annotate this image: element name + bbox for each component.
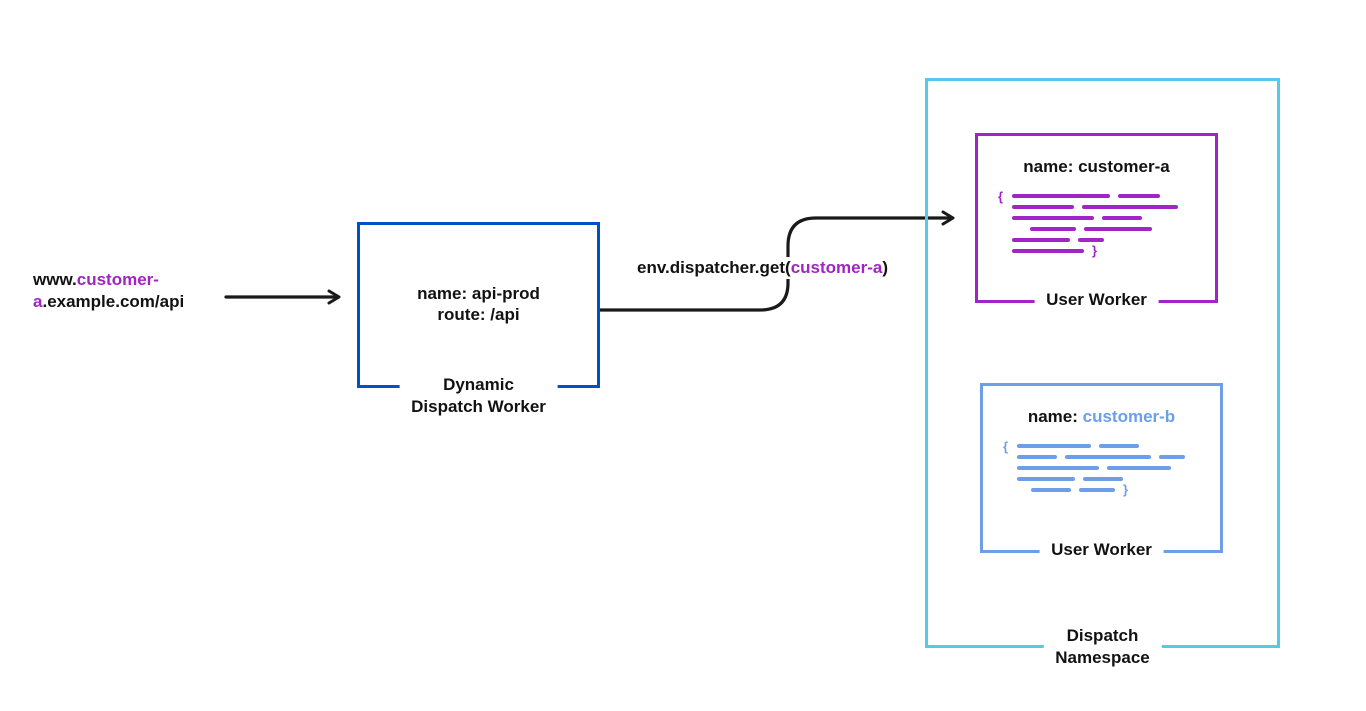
code-line	[1012, 190, 1215, 201]
dispatch-worker-caption: Dynamic Dispatch Worker	[399, 374, 558, 418]
open-brace: {	[998, 189, 1004, 204]
worker-a-name: name: customer-a	[978, 156, 1215, 177]
code-bar	[1065, 454, 1151, 459]
code-line	[1017, 451, 1220, 462]
code-line	[1017, 462, 1220, 473]
dispatch-worker-config: name: api-prod route: /api	[360, 283, 597, 325]
code-bar	[1118, 193, 1160, 198]
code-line: }	[1017, 482, 1220, 497]
url-prefix: www.	[33, 270, 77, 289]
code-bar	[1102, 215, 1142, 220]
code-bar	[1012, 215, 1094, 220]
open-brace: {	[1003, 439, 1009, 454]
code-bar	[1083, 476, 1123, 481]
worker-a-caption: User Worker	[1034, 289, 1159, 310]
worker-b-code-lines: }	[1017, 440, 1220, 497]
code-bar	[1017, 454, 1057, 459]
worker-b-caption: User Worker	[1039, 539, 1164, 560]
code-line	[1012, 212, 1215, 223]
call-suffix: )	[882, 258, 888, 277]
code-line	[1012, 234, 1215, 245]
call-prefix: env.dispatcher.get(	[637, 258, 791, 277]
worker-b-name: name: customer-b	[983, 406, 1220, 427]
close-brace: }	[1123, 482, 1129, 497]
code-line	[1017, 473, 1220, 484]
url-customer-highlight-line2: a	[33, 292, 43, 311]
worker-a-code-lines: }	[1012, 190, 1215, 258]
code-bar	[1012, 204, 1074, 209]
dynamic-dispatch-worker-box: name: api-prod route: /api Dynamic Dispa…	[357, 222, 600, 418]
code-line	[1012, 223, 1215, 234]
user-worker-b-box: name: customer-b { } User Worker	[980, 383, 1223, 560]
worker-b-code-snippet: { }	[1003, 439, 1220, 497]
request-url: www.customer- a.example.com/api	[33, 269, 243, 313]
namespace-caption: Dispatch Namespace	[1043, 625, 1162, 669]
url-suffix: .example.com/api	[42, 292, 185, 311]
code-line: }	[1012, 243, 1215, 258]
namespace-caption-line1: Dispatch	[1066, 626, 1139, 645]
code-bar	[1159, 454, 1185, 459]
dispatch-worker-name: name: api-prod	[417, 284, 540, 303]
dispatch-namespace-box: name: customer-a { } User Worker name: c…	[925, 78, 1280, 669]
code-bar	[1084, 226, 1152, 231]
worker-a-name-prefix: name:	[1023, 157, 1079, 176]
dispatch-worker-route: route: /api	[437, 305, 520, 324]
code-bar	[1012, 248, 1084, 253]
code-bar	[1012, 193, 1110, 198]
code-bar	[1012, 237, 1070, 242]
code-bar	[1099, 443, 1139, 448]
url-customer-highlight-line1: customer-	[76, 270, 159, 289]
dispatcher-call-label: env.dispatcher.get(customer-a)	[633, 257, 892, 279]
worker-a-name-value: customer-a	[1078, 157, 1170, 176]
code-bar	[1079, 487, 1115, 492]
code-bar	[1017, 476, 1075, 481]
code-bar	[1030, 226, 1076, 231]
code-bar	[1017, 465, 1099, 470]
code-bar	[1017, 443, 1091, 448]
call-customer-highlight: customer-a	[790, 258, 883, 277]
worker-b-name-value: customer-b	[1082, 407, 1176, 426]
worker-a-code-snippet: { }	[998, 189, 1215, 258]
code-line	[1017, 440, 1220, 451]
user-worker-a-box: name: customer-a { } User Worker	[975, 133, 1218, 310]
close-brace: }	[1092, 243, 1098, 258]
code-bar	[1078, 237, 1104, 242]
code-bar	[1031, 487, 1071, 492]
dispatch-worker-caption-line2: Dispatch Worker	[411, 397, 546, 416]
worker-b-name-prefix: name:	[1027, 407, 1083, 426]
code-bar	[1082, 204, 1178, 209]
code-bar	[1107, 465, 1171, 470]
namespace-caption-line2: Namespace	[1055, 648, 1150, 667]
code-line	[1012, 201, 1215, 212]
dispatch-worker-caption-line1: Dynamic	[443, 375, 514, 394]
